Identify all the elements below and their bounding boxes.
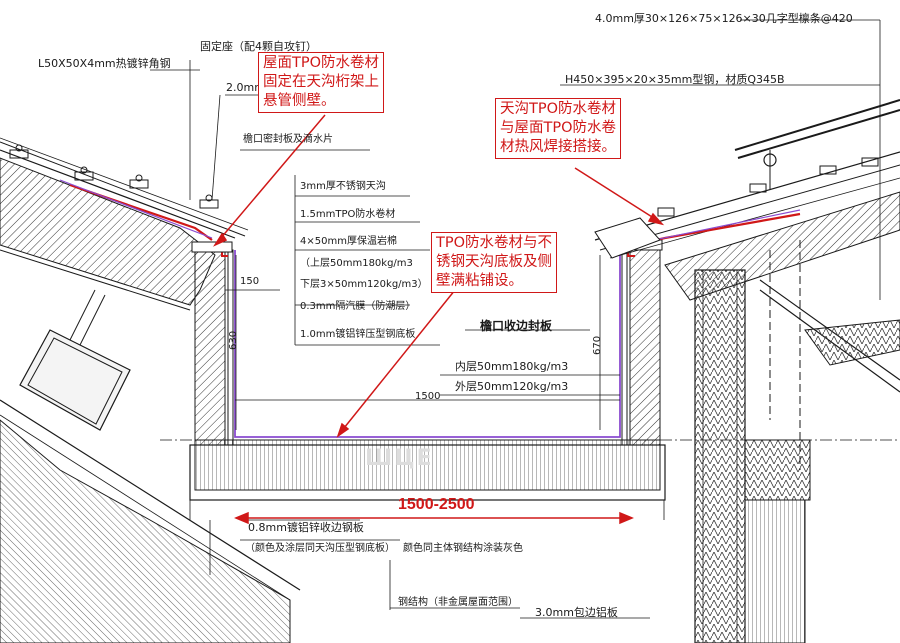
label-2mm: 2.0mm — [226, 81, 265, 94]
lower-left-slab — [0, 399, 301, 643]
label-steel-color: 颜色同主体钢结构涂装灰色 — [403, 543, 523, 554]
callout-arrows — [213, 114, 665, 525]
right-roof-assembly — [594, 19, 900, 643]
left-roof-assembly — [0, 137, 249, 431]
label-tpo-layer: 1.5mmTPO防水卷材 — [300, 209, 396, 220]
label-insulation: 4×50mm厚保温岩棉 — [300, 236, 397, 247]
callout-left-line: 悬管侧壁。 — [263, 93, 336, 109]
callout-left-line: 屋面TPO防水卷材 — [263, 55, 380, 71]
label-lower-layers: 下层3×50mm120kg/m3） — [300, 279, 428, 290]
label-ss-gutter: 3mm厚不锈钢天沟 — [300, 181, 386, 192]
callout-left-line: 固定在天沟桁架上 — [263, 74, 379, 90]
dimension-1500: 1500 — [415, 391, 441, 402]
label-h-beam: H450×395×20×35mm型钢，材质Q345B — [565, 73, 785, 86]
label-inner-layer: 内层50mm180kg/m3 — [455, 360, 569, 373]
label-eave-edge: 檐口收边封板 — [480, 319, 553, 333]
callout-left: 屋面TPO防水卷材 固定在天沟桁架上 悬管侧壁。 — [258, 52, 385, 113]
width-range-label: 1500-2500 — [398, 496, 475, 513]
label-deck: 1.0mm镀铝锌压型钢底板 — [300, 329, 416, 340]
label-angle-steel: L50X50X4mm热镀锌角钢 — [38, 57, 171, 70]
callout-center-line: TPO防水卷材与不 — [436, 235, 553, 251]
label-vapor: 0.3mm隔汽膜（防潮层） — [300, 301, 416, 312]
dimension-150: 150 — [240, 276, 260, 287]
watermark: ШЦЕ — [365, 446, 434, 471]
label-flashing-color: （颜色及涂层同天沟压型钢底板） — [245, 543, 395, 554]
label-eave-seal: 檐口密封板及滴水片 — [243, 134, 333, 145]
dimension-670: 670 — [592, 335, 603, 355]
label-steel-structure: 钢结构（非金属屋面范围） — [398, 597, 518, 608]
callout-center: TPO防水卷材与不 锈钢天沟底板及侧 壁满粘铺设。 — [431, 232, 558, 293]
label-alu-plate: 3.0mm包边铝板 — [535, 606, 618, 619]
callout-center-line: 壁满粘铺设。 — [436, 273, 523, 289]
label-outer-layer: 外层50mm120kg/m3 — [455, 380, 569, 393]
dimension-630: 630 — [228, 330, 239, 350]
label-upper-layer: （上层50mm180kg/m3 — [300, 258, 413, 269]
label-fixed-seat: 固定座（配4颗自攻钉） — [200, 40, 317, 53]
label-flashing: 0.8mm镀铝锌收边钢板 — [248, 521, 364, 534]
callout-right-line: 天沟TPO防水卷材 — [500, 101, 617, 117]
callout-center-line: 锈钢天沟底板及侧 — [436, 254, 552, 270]
callout-right: 天沟TPO防水卷材 与屋面TPO防水卷 材热风焊接搭接。 — [495, 98, 622, 159]
gutter-section — [160, 239, 900, 501]
callout-right-line: 与屋面TPO防水卷 — [500, 120, 617, 136]
callout-right-line: 材热风焊接搭接。 — [500, 139, 616, 155]
dimension-lines — [150, 60, 880, 619]
label-top-right-purlin: 4.0mm厚30×126×75×126×30几字型檩条@420 — [595, 12, 853, 25]
